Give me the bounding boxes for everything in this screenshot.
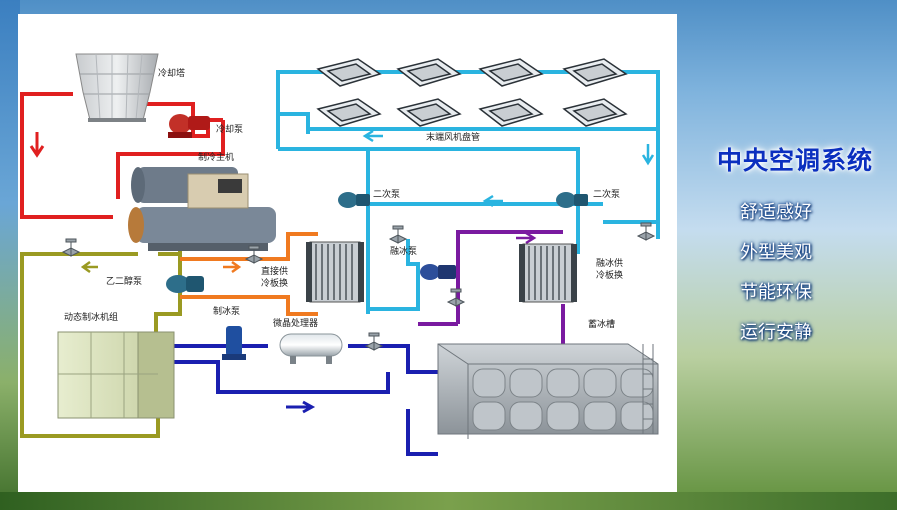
dynamic-ice-unit xyxy=(57,331,175,419)
fan-coil xyxy=(316,58,382,87)
label-direct-plate-1: 直接供 xyxy=(261,265,288,277)
micro-crystal-processor xyxy=(279,333,343,364)
label-ice-making-pump: 制冰泵 xyxy=(213,305,240,317)
valve-icon xyxy=(61,238,81,257)
valve-icon xyxy=(446,288,466,307)
label-cooling-pump: 冷却泵 xyxy=(216,123,243,135)
chilled-water-pipes xyxy=(276,70,660,314)
label-chiller: 制冷主机 xyxy=(198,151,234,163)
valve-icon xyxy=(364,332,384,351)
valve-icon xyxy=(244,245,264,264)
flow-arrow-icon xyxy=(29,132,45,158)
feature-item: 外型美观 xyxy=(740,242,812,263)
cooling-tower xyxy=(75,53,159,122)
label-ice-tank: 蓄冰槽 xyxy=(588,318,615,330)
valve-icon xyxy=(636,222,656,241)
fan-coil-units xyxy=(316,58,628,127)
label-glycol-pump: 乙二醇泵 xyxy=(106,275,142,287)
ice-melt-plate-exchanger xyxy=(519,243,577,303)
valve-icon xyxy=(388,225,408,244)
label-fan-coil: 末端风机盘管 xyxy=(426,131,480,143)
ice-melt-pump xyxy=(420,264,456,280)
direct-plate-exchanger xyxy=(306,241,364,303)
fan-coil xyxy=(396,98,462,127)
background-left xyxy=(0,0,20,510)
valves xyxy=(61,222,656,351)
diagram-panel: 冷却塔 冷却泵 制冷主机 末端风机盘管 二次泵 二次泵 乙二醇泵 直接供 冷板换… xyxy=(18,14,677,492)
fan-coil xyxy=(562,98,628,127)
flow-arrow-icon xyxy=(223,260,242,274)
fan-coil xyxy=(396,58,462,87)
glycol-pump xyxy=(166,275,204,293)
background-grass xyxy=(0,492,897,510)
fan-coil xyxy=(562,58,628,87)
ice-making-pump xyxy=(222,326,246,360)
fan-coil xyxy=(478,58,544,87)
label-dynamic-ice-unit: 动态制冰机组 xyxy=(64,311,118,323)
sidebar: 中央空调系统 舒适感好 外型美观 节能环保 运行安静 xyxy=(680,0,897,510)
label-cooling-tower: 冷却塔 xyxy=(158,67,185,79)
chiller-unit xyxy=(128,167,276,251)
flow-arrow-icon xyxy=(516,231,537,245)
flow-arrow-icon xyxy=(641,144,655,166)
label-secondary-pump-right: 二次泵 xyxy=(593,188,620,200)
flow-arrow-icon xyxy=(482,194,503,208)
label-ice-melt-plate-1: 融冰供 xyxy=(596,257,623,269)
cooling-pump xyxy=(168,114,210,138)
hvac-diagram: 冷却塔 冷却泵 制冷主机 末端风机盘管 二次泵 二次泵 乙二醇泵 直接供 冷板换… xyxy=(20,53,660,456)
label-secondary-pump-left: 二次泵 xyxy=(373,188,400,200)
label-ice-melt-plate-2: 冷板换 xyxy=(596,269,623,281)
cooling-water-pipes xyxy=(20,92,225,219)
label-micro-crystal: 微晶处理器 xyxy=(273,317,318,329)
label-ice-melt-pump: 融冰泵 xyxy=(390,245,417,257)
secondary-pump-left xyxy=(338,192,370,208)
feature-item: 运行安静 xyxy=(740,322,812,343)
flow-arrow-icon xyxy=(80,260,98,274)
fan-coil xyxy=(478,98,544,127)
sidebar-title: 中央空调系统 xyxy=(716,146,873,175)
ice-making-pipes xyxy=(173,344,478,456)
fan-coil xyxy=(316,98,382,127)
feature-item: 节能环保 xyxy=(740,282,812,303)
secondary-pump-right xyxy=(556,192,588,208)
feature-item: 舒适感好 xyxy=(740,202,812,223)
label-direct-plate-2: 冷板换 xyxy=(261,277,288,289)
flow-arrow-icon xyxy=(286,400,316,414)
ice-storage-tank xyxy=(437,343,659,439)
flow-arrow-icon xyxy=(362,129,383,143)
orange-pipes xyxy=(180,232,318,316)
